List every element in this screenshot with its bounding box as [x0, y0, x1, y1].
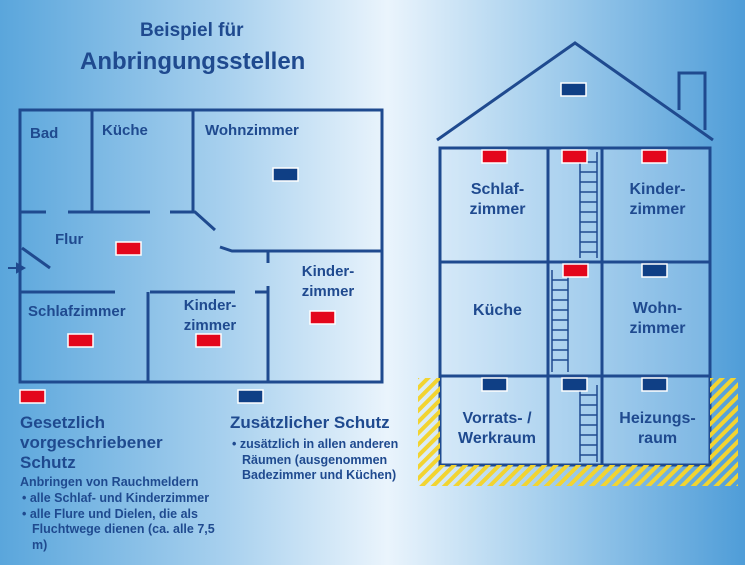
- optional-detectors: [237, 82, 668, 404]
- house-floors: [440, 260, 710, 378]
- room-label-kinderzimmer-1: Kinder- zimmer: [183, 297, 237, 334]
- title-line-1: Beispiel für: [140, 20, 244, 41]
- required-detectors: [19, 149, 668, 404]
- legend-red-detector-icon: [19, 389, 46, 404]
- house-label-vorratsraum: Vorrats- / Werkraum: [458, 410, 536, 447]
- room-label-bad: Bad: [30, 125, 59, 142]
- legend-required-heading: Gesetzlich vorgeschriebener Schutz: [20, 413, 163, 472]
- house-label-kueche: Küche: [473, 302, 522, 319]
- legend-required-item: alle Schlaf- und Kinderzimmer: [22, 491, 222, 507]
- room-label-kinderzimmer-2: Kinder- zimmer: [301, 263, 355, 300]
- blue-detector-icon: [560, 82, 587, 97]
- red-detector-icon: [309, 310, 336, 325]
- legend-optional-heading: Zusätzlicher Schutz: [230, 413, 390, 432]
- blue-detector-icon: [561, 377, 588, 392]
- room-label-wohnzimmer: Wohnzimmer: [205, 122, 299, 139]
- blue-detector-icon: [272, 167, 299, 182]
- front-door: [21, 246, 51, 270]
- house-chimney: [677, 71, 707, 130]
- legend-optional-list: zusätzlich in allen anderen Räumen (ausg…: [232, 437, 407, 484]
- entrance-arrow: [8, 262, 27, 274]
- house-stair-shaft: [546, 148, 604, 465]
- room-label-flur: Flur: [55, 231, 84, 248]
- stairs: [551, 152, 598, 462]
- title-line-2: Anbringungsstellen: [80, 48, 306, 75]
- red-detector-icon: [561, 149, 588, 164]
- wall-flur-top: [20, 210, 382, 253]
- floorplan-outer-wall: [18, 108, 384, 384]
- legend-required-list: alle Schlaf- und Kinderzimmer alle Flure…: [22, 491, 222, 553]
- house-roof: [436, 41, 714, 142]
- red-detector-icon: [481, 149, 508, 164]
- basement-ground-hatch: [418, 378, 738, 486]
- red-detector-icon: [115, 241, 142, 256]
- legend-required-intro: Anbringen von Rauchmeldern: [20, 475, 199, 489]
- room-label-schlafzimmer: Schlafzimmer: [28, 303, 126, 320]
- house: [436, 41, 714, 467]
- house-label-wohnzimmer: Wohn- zimmer: [629, 300, 686, 337]
- blue-detector-icon: [481, 377, 508, 392]
- house-label-heizungsraum: Heizungs- raum: [619, 410, 696, 447]
- house-label-kinderzimmer: Kinder- zimmer: [629, 181, 686, 218]
- blue-detector-icon: [641, 263, 668, 278]
- legend-required-item: alle Flure und Dielen, die als Fluchtweg…: [22, 507, 222, 554]
- red-detector-icon: [67, 333, 94, 348]
- floorplan: [18, 108, 384, 384]
- blue-detector-icon: [641, 377, 668, 392]
- red-detector-icon: [641, 149, 668, 164]
- legend-blue-detector-icon: [237, 389, 264, 404]
- red-detector-icon: [562, 263, 589, 278]
- red-detector-icon: [195, 333, 222, 348]
- legend-optional-item: zusätzlich in allen anderen Räumen (ausg…: [232, 437, 407, 484]
- room-label-kueche: Küche: [102, 122, 148, 139]
- house-label-schlafzimmer: Schlaf- zimmer: [469, 181, 526, 218]
